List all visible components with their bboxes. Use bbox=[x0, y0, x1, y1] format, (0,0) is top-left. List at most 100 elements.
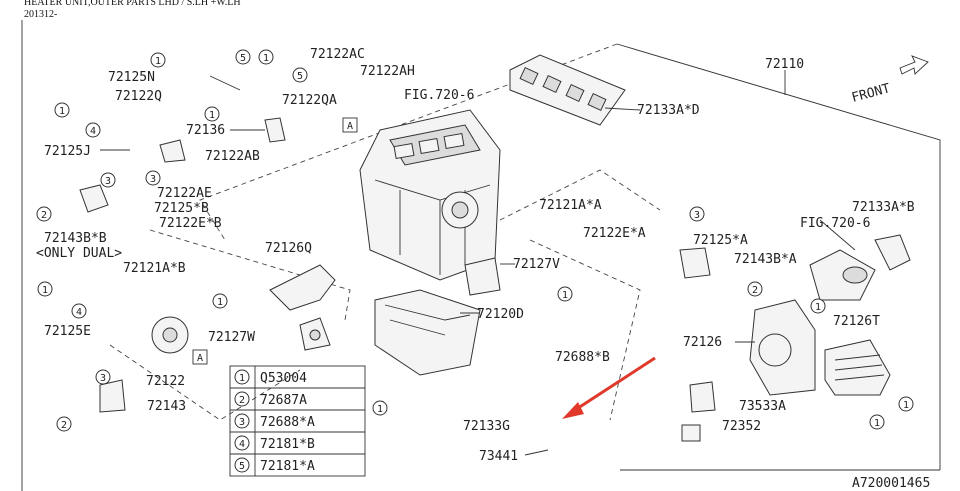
label-72122ea: 72122E*A bbox=[583, 226, 646, 241]
legend-num-3: 3 bbox=[239, 417, 245, 428]
assembly-dash-mid bbox=[149, 229, 351, 321]
label-72143ba: 72143B*A bbox=[734, 252, 797, 267]
drawing-number: A720001465 bbox=[852, 476, 930, 491]
front-arrow-icon bbox=[899, 55, 929, 75]
label-72122qa: 72122QA bbox=[282, 93, 337, 108]
label-72133ad: 72133A*D bbox=[637, 103, 700, 118]
red-arrow-head bbox=[562, 402, 584, 419]
label-front: FRONT bbox=[850, 81, 892, 106]
label-72122ah: 72122AH bbox=[360, 64, 415, 79]
diagram-title: HEATER UNIT,OUTER PARTS LHD / S.LH +W.LH bbox=[24, 0, 241, 8]
svg-text:4: 4 bbox=[76, 307, 82, 318]
label-73441: 73441 bbox=[479, 449, 518, 464]
label-72122ab: 72122AB bbox=[205, 149, 260, 164]
leader-fig7206b bbox=[819, 219, 856, 251]
drain-hose-inner bbox=[534, 368, 586, 480]
label-72125j: 72125J bbox=[44, 144, 91, 159]
leader-72125n bbox=[209, 75, 241, 91]
label-72136: 72136 bbox=[186, 123, 225, 138]
legend-num-5: 5 bbox=[239, 461, 245, 472]
drain-tray bbox=[374, 289, 481, 376]
legend-num-2: 2 bbox=[239, 395, 245, 406]
label-72143: 72143 bbox=[147, 399, 186, 414]
label-72122eb: 72122E*B bbox=[159, 216, 222, 231]
assembly-dash-top bbox=[199, 43, 618, 241]
svg-text:1: 1 bbox=[903, 400, 909, 411]
svg-text:1: 1 bbox=[815, 302, 821, 313]
svg-text:3: 3 bbox=[100, 373, 106, 384]
heater-unit-housing bbox=[359, 109, 501, 281]
blower-unit bbox=[749, 299, 891, 396]
svg-text:3: 3 bbox=[150, 174, 156, 185]
label-72121ab: 72121A*B bbox=[123, 261, 186, 276]
svg-text:3: 3 bbox=[105, 176, 111, 187]
duct-72126q bbox=[269, 264, 336, 311]
svg-text:1: 1 bbox=[874, 418, 880, 429]
relay-72352 bbox=[681, 424, 701, 442]
label-72127w: 72127W bbox=[208, 330, 255, 345]
filter-frame bbox=[509, 54, 626, 126]
label-72688b: 72688*B bbox=[555, 350, 610, 365]
date-code: 201312- bbox=[24, 9, 58, 20]
legend-table: 1 2 3 4 5 Q53004 72687A 72688*A 72181*B … bbox=[229, 365, 366, 477]
label-72125n: 72125N bbox=[108, 70, 155, 85]
legend-num-4: 4 bbox=[239, 439, 245, 450]
frame-right bbox=[616, 43, 941, 470]
red-arrow-line bbox=[571, 356, 656, 414]
svg-text:1: 1 bbox=[377, 404, 383, 415]
legend-num-1: 1 bbox=[239, 373, 245, 384]
leader-72133ad bbox=[604, 107, 641, 111]
svg-text:1: 1 bbox=[217, 297, 223, 308]
label-72143bb: 72143B*B bbox=[44, 231, 107, 246]
label-72127v: 72127V bbox=[513, 257, 560, 272]
actuator-72127w bbox=[299, 317, 331, 351]
assembly-dash-right bbox=[499, 169, 661, 221]
actuator-72143ba bbox=[679, 247, 711, 279]
svg-text:5: 5 bbox=[297, 71, 303, 82]
label-only-dual: <ONLY DUAL> bbox=[36, 246, 122, 261]
label-72125a: 72125*A bbox=[693, 233, 748, 248]
svg-text:1: 1 bbox=[209, 110, 215, 121]
label-72352: 72352 bbox=[722, 419, 761, 434]
ref-box-a1 bbox=[342, 117, 358, 133]
resistor-73533a bbox=[689, 381, 716, 413]
label-72122: 72122 bbox=[146, 374, 185, 389]
label-72122ae: 72122AE bbox=[157, 186, 212, 201]
legend-part-3: 72688*A bbox=[260, 415, 315, 430]
left-actuators bbox=[79, 117, 286, 413]
svg-text:4: 4 bbox=[90, 126, 96, 137]
label-72133g: 72133G bbox=[463, 419, 510, 434]
legend-part-5: 72181*A bbox=[260, 459, 315, 474]
callout-circles: 1 5 1 5 1 4 1 3 3 2 1 4 1 3 2 1 1 3 2 1 … bbox=[36, 49, 914, 432]
svg-text:3: 3 bbox=[694, 210, 700, 221]
leader-73441 bbox=[524, 449, 549, 456]
svg-text:2: 2 bbox=[61, 420, 67, 431]
svg-text:1: 1 bbox=[562, 290, 568, 301]
assembly-dash-right2 bbox=[529, 239, 641, 421]
svg-text:5: 5 bbox=[240, 53, 246, 64]
legend-part-4: 72181*B bbox=[260, 437, 315, 452]
duct-assembly-right bbox=[809, 234, 911, 301]
legend-part-1: Q53004 bbox=[260, 371, 307, 386]
svg-text:1: 1 bbox=[263, 53, 269, 64]
label-72110: 72110 bbox=[765, 57, 804, 72]
label-fig7206a: FIG.720-6 bbox=[404, 88, 474, 103]
svg-text:1: 1 bbox=[42, 285, 48, 296]
label-72125b: 72125*B bbox=[154, 201, 209, 216]
label-72122ac: 72122AC bbox=[310, 47, 365, 62]
label-fig7206b: FIG.720-6 bbox=[800, 216, 870, 231]
label-73533a: 73533A bbox=[739, 399, 786, 414]
actuator-72127v bbox=[464, 257, 501, 296]
ref-a1: A bbox=[347, 121, 353, 132]
ref-a2: A bbox=[197, 353, 203, 364]
label-72126q: 72126Q bbox=[265, 241, 312, 256]
label-72121aa: 72121A*A bbox=[539, 198, 602, 213]
label-72126t: 72126T bbox=[833, 314, 880, 329]
label-72126: 72126 bbox=[683, 335, 722, 350]
ref-box-a2 bbox=[192, 349, 208, 365]
label-72122q: 72122Q bbox=[115, 89, 162, 104]
label-72125e: 72125E bbox=[44, 324, 91, 339]
label-72133ab: 72133A*B bbox=[852, 200, 915, 215]
svg-text:2: 2 bbox=[41, 210, 47, 221]
